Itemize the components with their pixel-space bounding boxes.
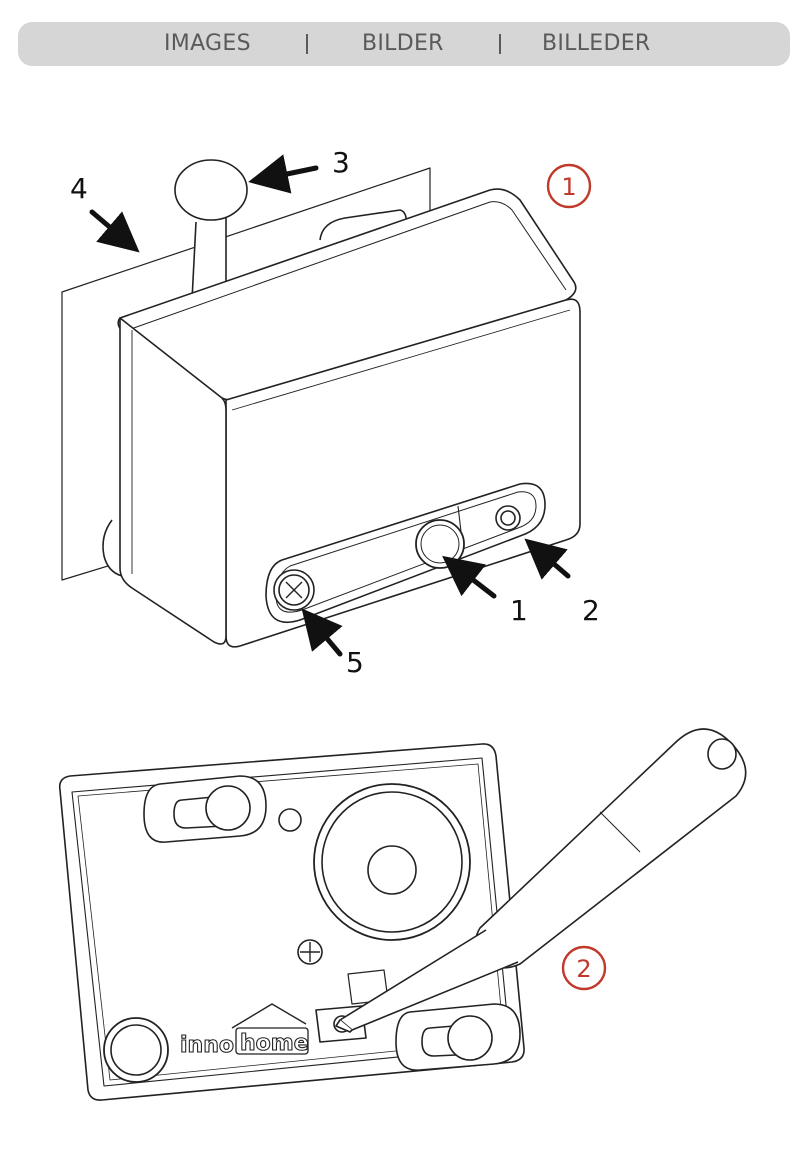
callout-number-4: 4 <box>70 172 88 205</box>
callout-number-3: 3 <box>332 146 350 179</box>
step-1-indicator: 1 <box>548 165 590 207</box>
magnet-head <box>175 160 247 220</box>
callout-number-1: 1 <box>510 594 528 627</box>
figure-1-sensor-device <box>62 160 580 647</box>
led-2 <box>496 506 520 530</box>
step-2-number: 2 <box>576 955 591 983</box>
button-1 <box>416 520 464 568</box>
step-1-number: 1 <box>561 173 576 201</box>
logo-inno: inno <box>180 1033 234 1058</box>
callout-number-2: 2 <box>582 594 600 627</box>
callout-number-5: 5 <box>346 646 364 679</box>
logo-home: home <box>240 1031 309 1056</box>
step-2-indicator: 2 <box>563 947 605 989</box>
